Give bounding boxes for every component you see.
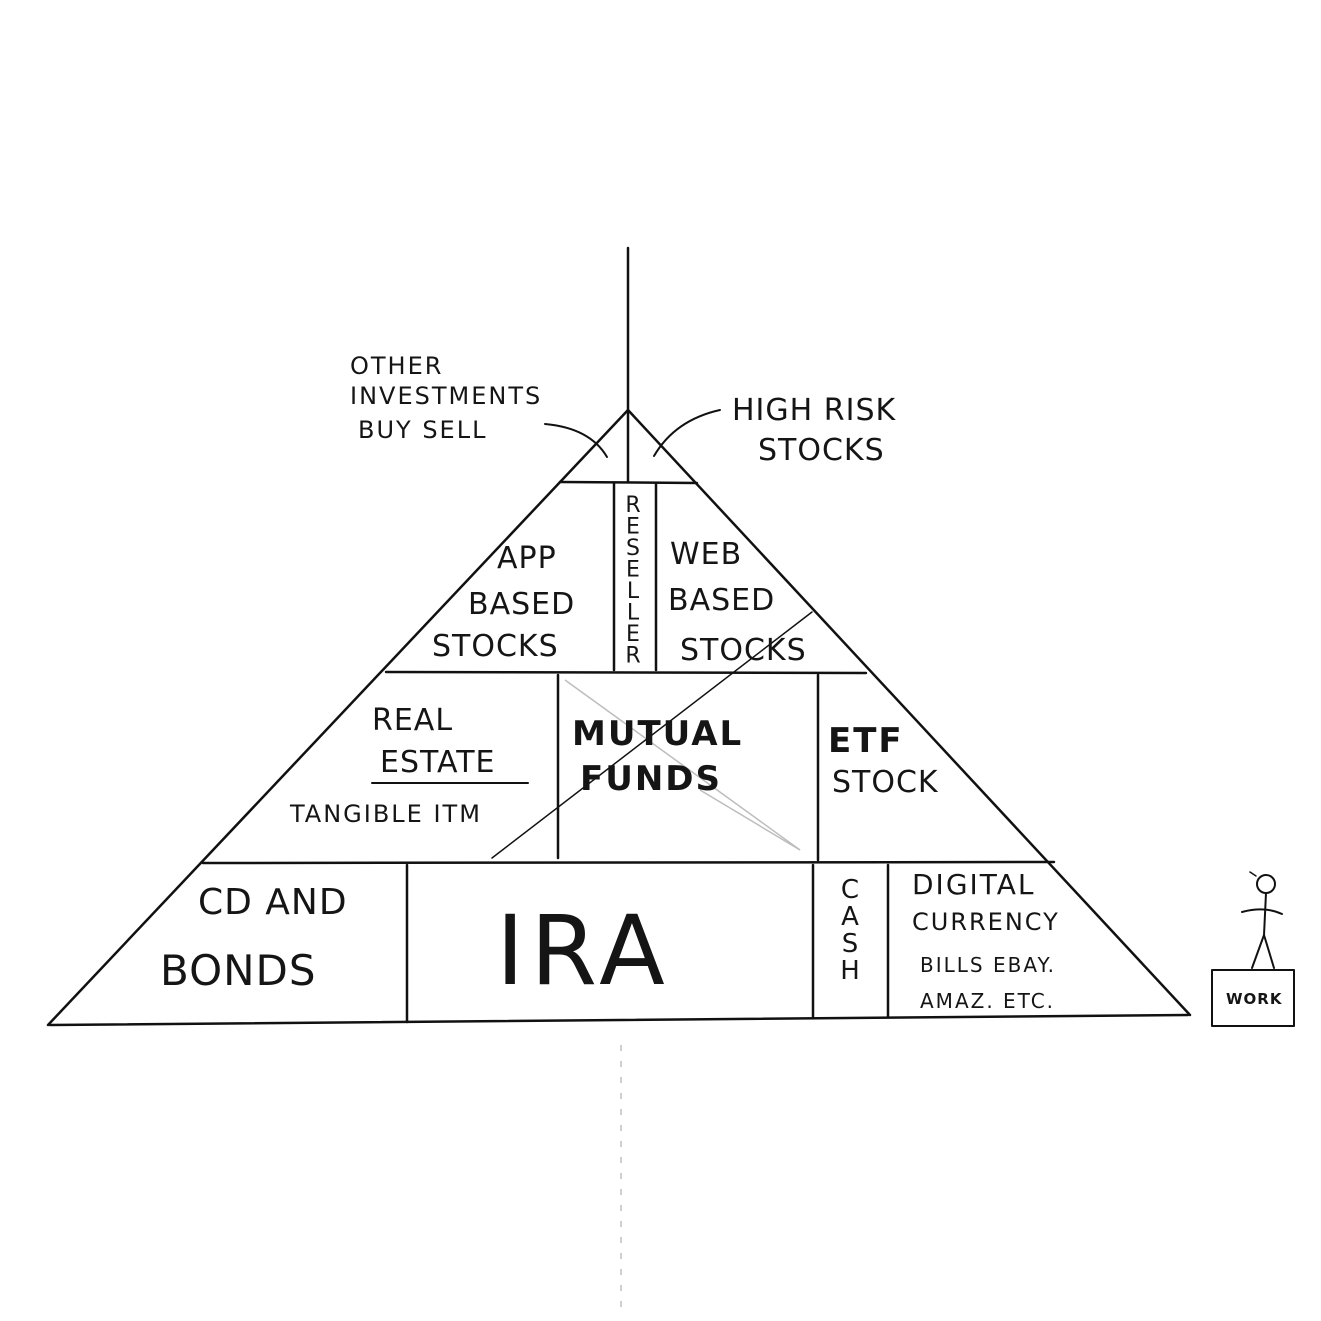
stick-figure-leg-right — [1263, 934, 1275, 969]
cash-letter: S — [842, 929, 859, 959]
stick-figure-head — [1256, 874, 1276, 894]
work-box-label: WORK — [1226, 990, 1283, 1008]
stick-figure-mark — [1249, 871, 1257, 877]
mutual-funds-line2: FUNDS — [580, 759, 722, 799]
high-risk-line2: STOCKS — [758, 433, 885, 468]
other-investments-line3: BUY SELL — [358, 416, 487, 444]
cash-letter: H — [840, 956, 860, 986]
stick-figure — [1241, 871, 1283, 969]
web-based-line3: STOCKS — [680, 633, 807, 668]
high-risk-line1: HIGH RISK — [732, 393, 896, 428]
reseller-letter: R — [625, 493, 640, 518]
tangible-item-label: TANGIBLE ITM — [289, 800, 482, 828]
mutual-funds-line1: MUTUAL — [572, 714, 743, 754]
ira-label: IRA — [496, 895, 671, 1007]
stick-figure-body — [1263, 892, 1267, 936]
app-based-line2: BASED — [468, 587, 575, 622]
reseller-letter: E — [626, 622, 640, 647]
reseller-letter: E — [626, 558, 640, 583]
app-based-line3: STOCKS — [432, 629, 559, 664]
reseller-letter: R — [625, 644, 640, 669]
work-box — [1211, 969, 1295, 1027]
web-based-line2: BASED — [668, 583, 775, 618]
cash-letter: A — [841, 902, 859, 932]
stick-figure-leg-left — [1251, 934, 1265, 969]
reseller-letter: L — [627, 579, 640, 604]
right-note-leader — [653, 409, 721, 457]
faint-diagonal-a — [564, 679, 801, 851]
stray-diagonal-line — [491, 611, 813, 859]
cash-letter: C — [841, 875, 859, 905]
web-based-line1: WEB — [670, 537, 742, 572]
real-estate-line2: ESTATE — [380, 745, 495, 780]
digital-currency-line1: DIGITAL — [912, 868, 1035, 901]
tier3-divider — [384, 670, 868, 675]
stick-figure-arms — [1241, 908, 1283, 915]
cd-and-bonds-line1: CD AND — [198, 882, 348, 923]
reseller-letter: S — [626, 536, 640, 561]
cd-and-bonds-line2: BONDS — [160, 946, 317, 995]
etf-stock-line2: STOCK — [832, 765, 939, 800]
left-note-leader — [544, 423, 608, 458]
etf-stock-line1: ETF — [828, 721, 904, 761]
real-estate-line1: REAL — [372, 703, 453, 738]
tier2-divider — [201, 860, 1056, 865]
digital-currency-line2: CURRENCY — [912, 908, 1060, 936]
pyramid-base — [48, 1013, 1190, 1027]
digital-currency-line3: BILLS EBAY. — [920, 953, 1056, 977]
reseller-letter: E — [626, 515, 640, 540]
reseller-letter: L — [627, 601, 640, 626]
digital-currency-line4: AMAZ. ETC. — [920, 989, 1055, 1013]
app-based-line1: APP — [497, 541, 557, 576]
faint-crossline — [699, 789, 801, 851]
other-investments-line1: OTHER — [350, 352, 443, 380]
other-investments-line2: INVESTMENTS — [350, 382, 542, 410]
apex-divider — [558, 480, 699, 485]
